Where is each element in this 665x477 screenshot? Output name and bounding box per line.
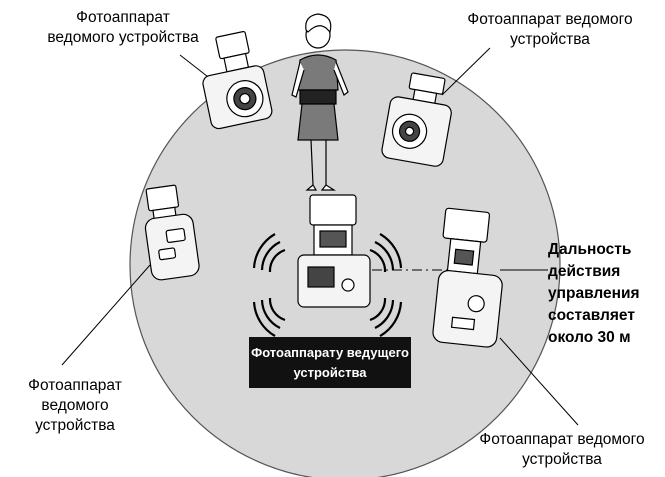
leader-line-top-left (179, 54, 213, 81)
master-camera-label: Фотоаппарату ведущего устройства (249, 337, 411, 388)
label-slave-bottom-left: Фотоаппарат ведомого устройства (0, 376, 150, 436)
range-line-text: составляет (548, 307, 635, 324)
label-slave-top-left: Фотоаппарат ведомого устройства (18, 8, 228, 48)
camera-flash-icon-top-left (202, 30, 273, 130)
person-icon (291, 13, 349, 191)
camera-flash-icon-master (297, 194, 371, 308)
camera-flash-icon-top-right (381, 72, 452, 167)
master-label-line: Фотоаппарату ведущего (251, 345, 409, 360)
label-line: устройства (522, 451, 602, 468)
leader-line-bottom-right (499, 337, 579, 426)
label-line: устройства (510, 31, 590, 48)
label-line: Фотоаппарат (76, 9, 170, 26)
label-line: устройства (35, 417, 115, 434)
label-line: Фотоаппарат (28, 377, 122, 394)
range-line-text: около 30 м (548, 329, 631, 346)
range-label: Дальность действия управления составляет… (548, 239, 663, 349)
label-slave-top-right: Фотоаппарат ведомого устройства (440, 10, 660, 50)
label-line: ведомого (41, 397, 109, 414)
master-label-line: устройства (293, 365, 367, 380)
label-line: ведомого устройства (47, 29, 199, 46)
wireless-signal-icon (252, 233, 403, 337)
camera-flash-icon-left (144, 184, 200, 281)
range-line-text: Дальность (548, 241, 632, 258)
label-slave-bottom-right: Фотоаппарат ведомого устройства (462, 430, 662, 470)
range-line-text: действия (548, 263, 621, 280)
camera-flash-icon-right (432, 207, 503, 348)
label-line: Фотоаппарат ведомого (467, 11, 633, 28)
leader-line-bottom-left (61, 264, 151, 366)
leader-line-top-right (441, 47, 491, 96)
label-line: Фотоаппарат ведомого (479, 431, 645, 448)
range-line-text: управления (548, 285, 640, 302)
